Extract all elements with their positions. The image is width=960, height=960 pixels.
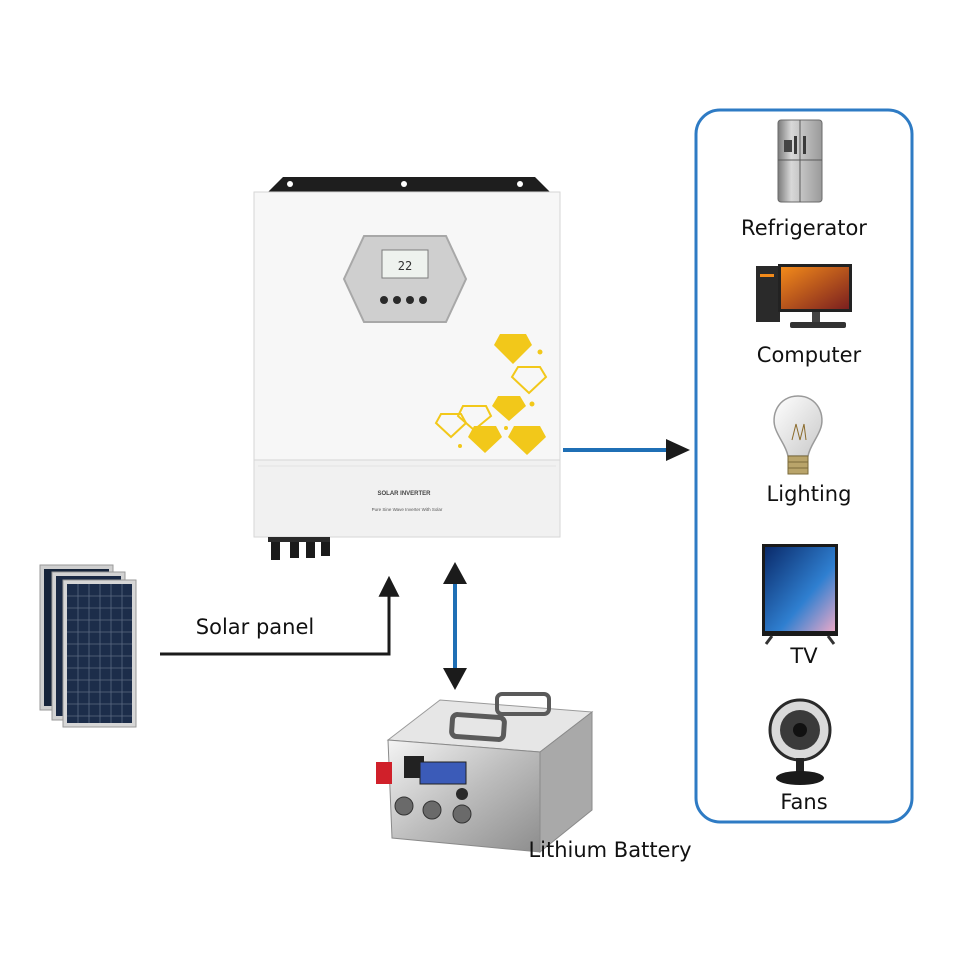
light-bulb-icon: [773, 395, 823, 475]
load-label-computer: Computer: [756, 343, 862, 367]
inverter-connectors: [268, 537, 330, 560]
inverter-button[interactable]: [393, 296, 401, 304]
load-label-lighting: Lighting: [766, 482, 852, 506]
lithium-battery-image: [376, 692, 594, 854]
load-label-fans: Fans: [780, 790, 828, 814]
inverter-button[interactable]: [406, 296, 414, 304]
solar-to-inverter-arrow: [160, 575, 400, 656]
fan-icon: [768, 698, 832, 785]
load-label-tv: TV: [790, 644, 818, 668]
tv-icon: [762, 544, 838, 645]
solar-panel-label: Solar panel: [195, 615, 315, 639]
inverter-model-label: SOLAR INVERTER: [377, 491, 431, 497]
inverter-gem-decoration: [434, 334, 548, 455]
inverter-to-loads-arrowhead: [666, 439, 690, 461]
refrigerator-icon: [777, 119, 823, 203]
inverter-lcd-screen: [381, 249, 429, 279]
inverter-mounting-bracket: [268, 177, 550, 192]
computer-icon: [756, 264, 852, 328]
solar-inverter: 22 SOLAR INVERTER Pure Sine Wave Inverte…: [253, 177, 561, 560]
battery-arrow-down: [443, 668, 467, 690]
inverter-lcd-digits: 22: [398, 259, 412, 273]
inverter-button[interactable]: [380, 296, 388, 304]
battery-positive-terminal: [376, 762, 392, 784]
inverter-sub-label: Pure Sine Wave Inverter With Solar: [372, 507, 443, 512]
inverter-control-panel: [342, 235, 468, 323]
load-label-refrigerator: Refrigerator: [741, 216, 867, 240]
loads-panel: [694, 108, 914, 824]
lithium-battery-label: Lithium Battery: [528, 838, 692, 862]
solar-panels-image: [39, 564, 137, 728]
inverter-lower-panel: [253, 459, 561, 538]
inverter-button[interactable]: [419, 296, 427, 304]
battery-arrow-up: [443, 562, 467, 584]
